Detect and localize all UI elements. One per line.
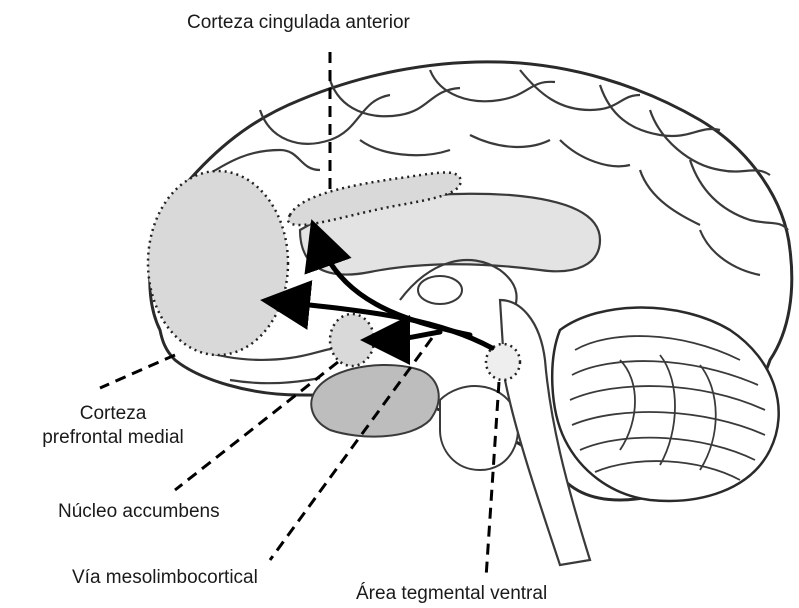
label-medial-prefrontal: Corteza prefrontal medial <box>8 402 218 450</box>
third-ventricle <box>418 276 462 304</box>
nucleus-accumbens-region <box>330 314 374 366</box>
hypothalamus <box>440 386 518 470</box>
label-medial-prefrontal-line2: prefrontal medial <box>8 426 218 450</box>
leader-pfc <box>100 355 175 388</box>
medial-prefrontal-region <box>148 171 288 355</box>
label-mesolimbocortical: Vía mesolimbocortical <box>72 566 258 590</box>
label-vta: Área tegmental ventral <box>356 582 547 606</box>
label-anterior-cingulate: Corteza cingulada anterior <box>187 11 410 35</box>
label-nucleus-accumbens: Núcleo accumbens <box>58 500 220 524</box>
label-medial-prefrontal-line1: Corteza <box>8 402 218 426</box>
